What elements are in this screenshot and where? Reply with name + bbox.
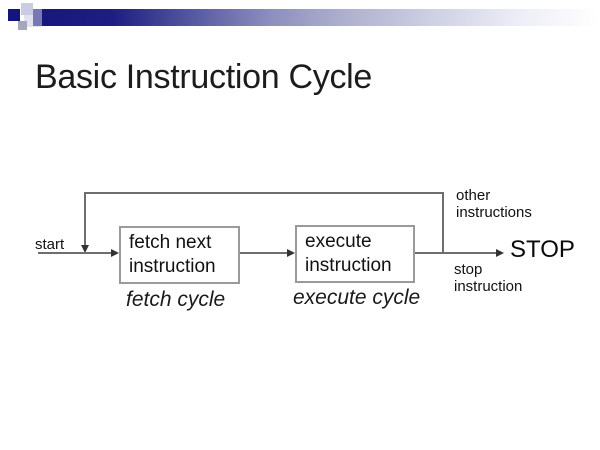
accent-square-translucent: [24, 9, 42, 27]
arrowhead-into-execute-icon: [287, 249, 295, 257]
execute-to-stop-line: [415, 252, 497, 254]
loop-down-arrowhead-icon: [81, 245, 89, 253]
fetch-box-line2: instruction: [129, 256, 216, 277]
fetch-box-line1: fetch next: [129, 232, 212, 253]
execute-box-line1: execute: [305, 231, 372, 252]
execute-box: execute instruction: [295, 225, 415, 283]
other-instructions-label: other instructions: [456, 187, 532, 221]
start-line: [38, 252, 112, 254]
slide-title: Basic Instruction Cycle: [35, 58, 373, 96]
accent-square-navy: [8, 9, 20, 21]
execute-box-line2: instruction: [305, 255, 392, 276]
loop-left-line: [84, 192, 86, 245]
arrowhead-into-fetch-icon: [111, 249, 119, 257]
accent-square-gray: [18, 21, 27, 30]
stop-instruction-line2: instruction: [454, 278, 523, 295]
stop-instruction-line1: stop: [454, 261, 483, 278]
loop-right-line: [442, 192, 444, 254]
execute-cycle-caption: execute cycle: [293, 286, 421, 309]
stop-label: STOP: [510, 236, 575, 263]
start-label: start: [35, 236, 65, 253]
fetch-to-execute-line: [240, 252, 288, 254]
fetch-cycle-caption: fetch cycle: [126, 288, 226, 311]
other-instructions-line2: instructions: [456, 204, 532, 221]
loop-top-line: [84, 192, 444, 194]
stop-instruction-label: stop instruction: [454, 261, 522, 295]
fetch-box: fetch next instruction: [119, 226, 240, 284]
other-instructions-line1: other: [456, 187, 491, 204]
arrowhead-into-stop-icon: [496, 249, 504, 257]
header-gradient-bar: [33, 9, 600, 26]
